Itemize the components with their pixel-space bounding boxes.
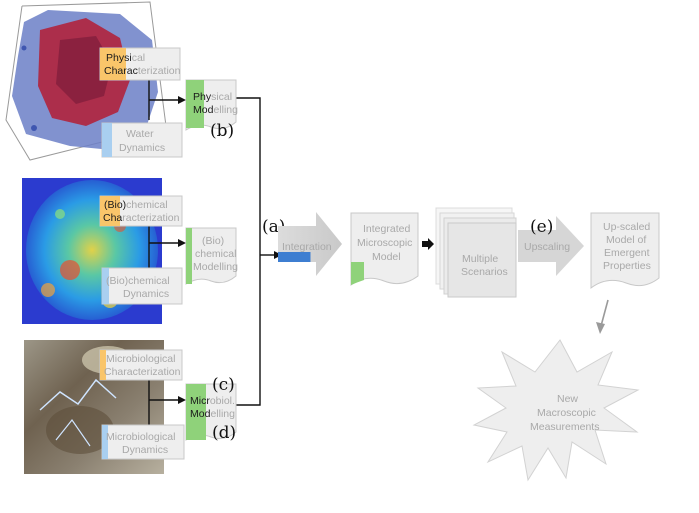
physical-structure-image [5,1,167,164]
measurements-line2: Macroscopic [537,407,596,419]
physical-characterization-box: Physical Characterization [99,47,181,81]
dynamics-line2: Dynamics [119,142,165,154]
characterization-line1: Microbiological [106,353,175,365]
upscaling-label: Upscaling [524,241,570,253]
microbiological-dynamics-box: Microbiological Dynamics [101,424,185,460]
tag-b: (b) [210,121,234,141]
model-line3: Model [372,251,401,263]
tag-c: (c) [212,375,235,395]
microbiological-characterization-box: Microbiological Characterization [99,349,183,381]
label-highlight: Phy [193,91,212,103]
svg-text:Characterization: Characterization [104,65,181,77]
integrated-model-box: Integrated Microscopic Model [350,212,419,286]
label-highlight: Mod [193,104,214,116]
label-rest: elling [210,408,235,420]
scenarios-line2: Scenarios [461,266,508,278]
label-highlight: (Bio) [104,199,126,211]
label-rest: racterization [122,212,179,224]
dynamics-line1: (Bio)chemical [106,275,170,287]
svg-text:Characterization: Characterization [103,212,180,224]
tag-e: (e) [530,217,553,237]
label-rest: terization [138,65,181,77]
dynamics-line1: Microbiological [106,431,175,443]
upscaled-line4: Properties [603,260,651,272]
label-rest: chemical [126,199,167,211]
dynamics-line2: Dynamics [123,288,169,300]
characterization-line2: Characterization [104,366,181,378]
integration-label: Integration [282,241,332,253]
arrow-to-scenarios [422,238,434,250]
svg-text:Modelling: Modelling [193,104,238,116]
label-highlight: Physi [106,52,132,64]
physical-modelling-box: Physical Modelling [185,79,238,131]
tag-d: (d) [212,423,236,443]
integration-progress-bar [278,252,311,262]
water-dynamics-box: Water Dynamics [101,122,183,158]
biochemical-dynamics-box: (Bio)chemical Dynamics [101,267,183,305]
scenarios-line1: Multiple [462,253,498,265]
dynamics-line1: Water [126,128,154,140]
upscaled-model-box: Up-scaled Model of Emergent Properties [590,212,660,289]
svg-text:Physical: Physical [193,91,232,103]
model-line2: Microscopic [357,237,412,249]
model-line1: Integrated [363,223,410,235]
label-highlight: Micr [190,395,210,407]
microbiological-modelling-box: Microbiol. Modelling [185,383,237,441]
svg-text:Modelling: Modelling [190,408,235,420]
multiple-scenarios-stack: Multiple Scenarios [435,207,517,298]
connector-arrowhead [178,239,186,247]
svg-text:Microbiol.: Microbiol. [190,395,235,407]
integration-arrow: Integration [278,212,342,276]
biochemical-characterization-box: (Bio)chemical Characterization [99,195,183,227]
label-rest: cal [132,52,145,64]
label-highlight: Mod [190,408,211,420]
label-highlight: Cha [103,212,122,224]
upscaling-arrow: Upscaling [518,216,584,276]
connector-lines [148,80,276,430]
connector-arrowhead [178,96,186,104]
new-measurements-burst: New Macroscopic Measurements [472,339,640,482]
modelling-line3: Modelling [193,261,238,273]
dynamics-line2: Dynamics [122,444,168,456]
upscaled-line1: Up-scaled [603,221,650,233]
modelling-line2: chemical [195,248,236,260]
label-rest: elling [213,104,238,116]
measurements-line1: New [557,393,578,405]
biochemical-modelling-box: (Bio) chemical Modelling [185,227,238,285]
label-rest: obiol. [210,395,235,407]
arrow-to-measurements [596,299,609,334]
label-highlight: Charac [104,65,138,77]
upscaled-line2: Model of [606,234,646,246]
svg-text:Physical: Physical [106,52,145,64]
modelling-line1: (Bio) [202,235,224,247]
measurements-line3: Measurements [530,421,599,433]
svg-text:(Bio)chemical: (Bio)chemical [104,199,168,211]
upscaled-line3: Emergent [604,247,650,259]
connector-arrowhead [178,396,186,404]
label-rest: sical [211,91,232,103]
